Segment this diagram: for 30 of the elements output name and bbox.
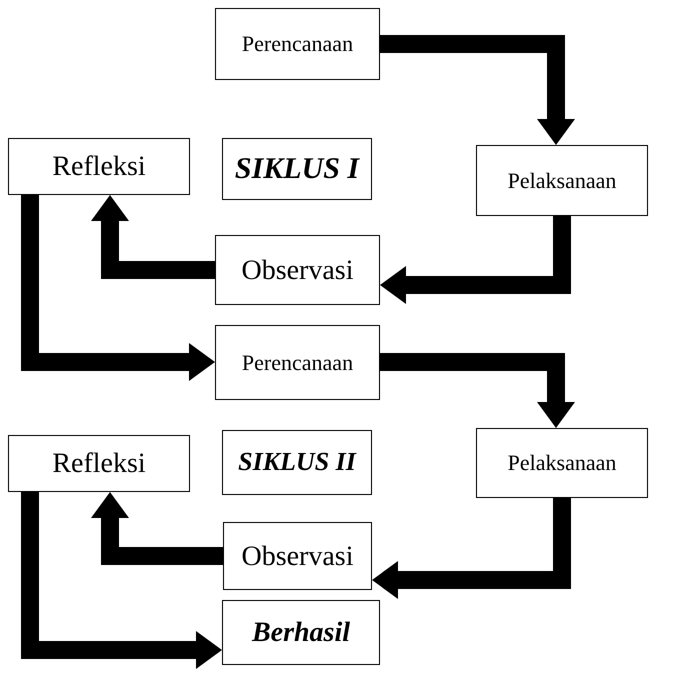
process-box (8, 138, 190, 195)
box-label: Observasi (242, 540, 354, 574)
process-box (222, 600, 380, 665)
process-box (223, 522, 372, 590)
arrow (21, 492, 222, 669)
box-label: Pelaksanaan (508, 449, 616, 477)
process-box (215, 235, 380, 305)
box-label: Perencanaan (242, 348, 354, 376)
process-box (8, 435, 190, 492)
box-label: Pelaksanaan (508, 166, 616, 194)
process-box (476, 145, 648, 216)
box-label: Refleksi (52, 447, 146, 481)
process-box (476, 428, 648, 498)
process-box (222, 138, 372, 200)
process-box (222, 430, 372, 495)
box-label: Refleksi (52, 150, 146, 184)
arrow (21, 195, 215, 381)
process-box (215, 325, 380, 400)
arrow (372, 498, 571, 599)
arrow (380, 216, 571, 304)
arrow (91, 195, 215, 279)
process-box (215, 8, 380, 80)
arrow (380, 35, 575, 145)
box-label: Observasi (242, 254, 354, 288)
box-label: SIKLUS II (238, 446, 356, 478)
arrow (91, 492, 223, 565)
box-label: SIKLUS I (234, 151, 360, 188)
box-label: Berhasil (252, 616, 350, 650)
arrow (380, 353, 575, 428)
box-label: Perencanaan (242, 30, 354, 58)
